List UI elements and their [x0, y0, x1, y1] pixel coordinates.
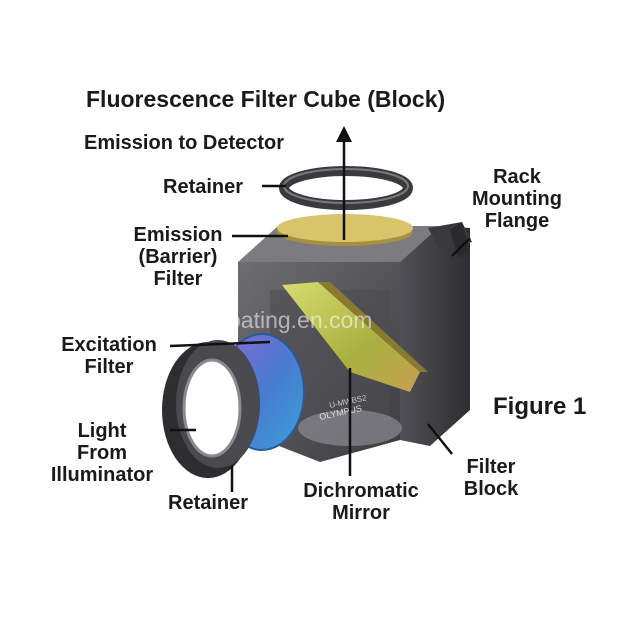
mirror-edge	[318, 282, 428, 372]
figure-label: Figure 1	[493, 393, 587, 420]
watermark-text: opticalcoating.en.com	[150, 307, 373, 333]
optical-axis-arrowhead	[336, 126, 352, 142]
cube-side-face	[400, 226, 470, 446]
dichromatic-mirror-plate	[282, 282, 420, 392]
label-emission-barrier-filter: Emission (Barrier) Filter	[133, 224, 223, 290]
flange-edge	[450, 222, 470, 258]
label-light-from-illuminator: Light From Illuminator	[50, 420, 154, 486]
leader-excitation-filter	[169, 340, 271, 348]
diagram-title: Fluorescence Filter Cube (Block)	[86, 86, 446, 112]
label-retainer-bottom: Retainer	[168, 492, 249, 514]
label-retainer-top: Retainer	[163, 176, 244, 198]
leader-filter-block	[427, 423, 453, 455]
label-rack-mounting-flange: Rack Mounting Flange	[472, 166, 562, 232]
leader-rack-flange	[451, 237, 471, 257]
label-dichromatic-mirror: Dichromatic Mirror	[303, 480, 419, 524]
label-excitation-filter: Excitation Filter	[61, 334, 157, 378]
side-retainer-inner	[184, 360, 240, 456]
leader-lines	[169, 184, 471, 492]
label-emission-to-detector: Emission to Detector	[84, 132, 285, 154]
side-retainer-inner-rim	[182, 358, 242, 458]
label-filter-block: Filter Block	[463, 456, 519, 500]
